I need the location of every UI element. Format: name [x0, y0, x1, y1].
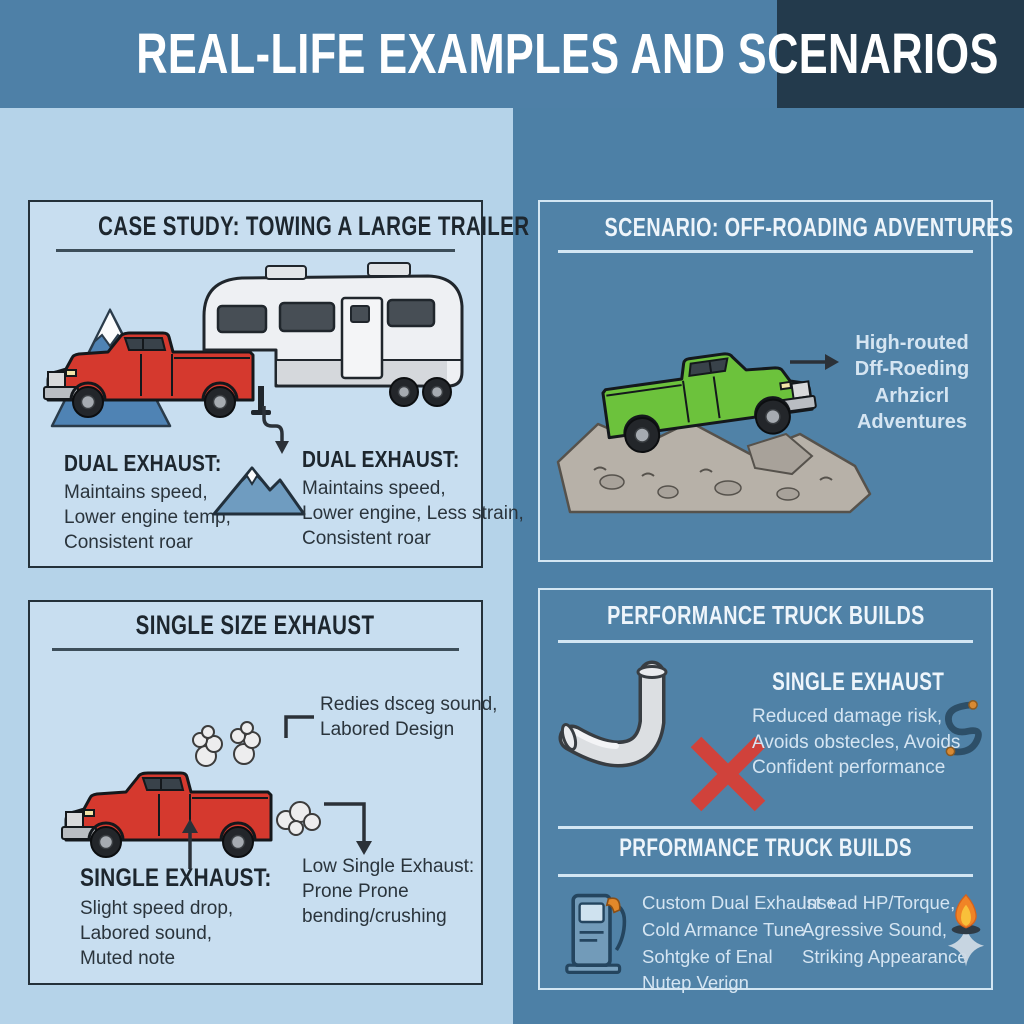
- page-title: REAL-LIFE EXAMPLES AND SCENARIOS: [136, 22, 999, 86]
- panel-title: SCENARIO: OFF-ROADING ADVENTURES: [604, 212, 1014, 242]
- squiggle-pipe-icon: [945, 700, 982, 757]
- annotation-bracket: [284, 715, 314, 738]
- dual-exhaust-block-right: DUAL EXHAUST: Maintains speed, Lower eng…: [302, 446, 524, 550]
- panel-performance-builds: PERFORMANCE TRUCK BUILDS SINGLE EXHAUST …: [538, 588, 993, 993]
- title-rule: [558, 640, 973, 643]
- single-exhaust-lines: Reduced damage risk, Avoids obstecles, A…: [752, 706, 961, 779]
- builds-text-col1: Custom Dual Exhaust + Cold Armance Tune …: [642, 892, 837, 994]
- offroad-scene-illustration: [556, 352, 872, 514]
- arrow-elbow-down: [324, 802, 372, 855]
- section-rule-top: [558, 826, 973, 829]
- offroad-caption: High-routed Dff-Roeding Arhzicrl Adventu…: [854, 332, 970, 434]
- subtitle: PRFORMANCE TRUCK BUILDS: [619, 834, 912, 862]
- small-mountain-icon: [212, 466, 306, 516]
- trailer-illustration: [202, 262, 464, 415]
- red-truck-illustration: [43, 331, 255, 418]
- title-rule: [558, 250, 973, 253]
- panel-title: SINGLE SIZE EXHAUST: [136, 610, 375, 640]
- panel-off-roading: SCENARIO: OFF-ROADING ADVENTURES: [538, 200, 1014, 562]
- panel-title: CASE STUDY: TOWING A LARGE TRAILER: [98, 211, 530, 241]
- arrow-right: [790, 354, 839, 370]
- low-single-exhaust-block: Low Single Exhaust: Prone Prone bending/…: [302, 856, 475, 928]
- towing-scene-illustration: [43, 262, 464, 454]
- single-exhaust-block: SINGLE EXHAUST: Slight speed drop, Labor…: [80, 864, 272, 970]
- builds-text-col2: Insead HP/Torque, Agressive Sound, Strik…: [802, 892, 968, 967]
- section-rule-bottom: [558, 874, 973, 877]
- flame-torch-icon: [947, 893, 985, 967]
- header-band: REAL-LIFE EXAMPLES AND SCENARIOS: [0, 0, 1024, 108]
- panel-title: PERFORMANCE TRUCK BUILDS: [606, 600, 925, 630]
- green-truck-illustration: [601, 352, 817, 454]
- title-rule: [56, 249, 455, 252]
- rocks: [556, 420, 872, 514]
- panel-single-size-exhaust: SINGLE SIZE EXHAUST Redies dsceg sound, …: [28, 600, 497, 985]
- red-x-icon: [690, 736, 766, 812]
- hitch-arrow-down: [262, 406, 289, 454]
- title-rule: [52, 648, 459, 651]
- annotation-text: Redies dsceg sound, Labored Design: [320, 694, 498, 741]
- panel-case-study-towing: CASE STUDY: TOWING A LARGE TRAILER: [28, 200, 530, 568]
- exhaust-pipe-icon: [558, 660, 668, 768]
- arrow-up: [182, 819, 198, 869]
- dual-exhaust-block-left: DUAL EXHAUST: Maintains speed, Lower eng…: [64, 450, 231, 554]
- gas-pump-icon: [565, 893, 627, 974]
- smoking-truck-illustration: [61, 721, 321, 858]
- smoke-puffs: [192, 721, 321, 836]
- single-exhaust-heading: SINGLE EXHAUST: [771, 668, 945, 696]
